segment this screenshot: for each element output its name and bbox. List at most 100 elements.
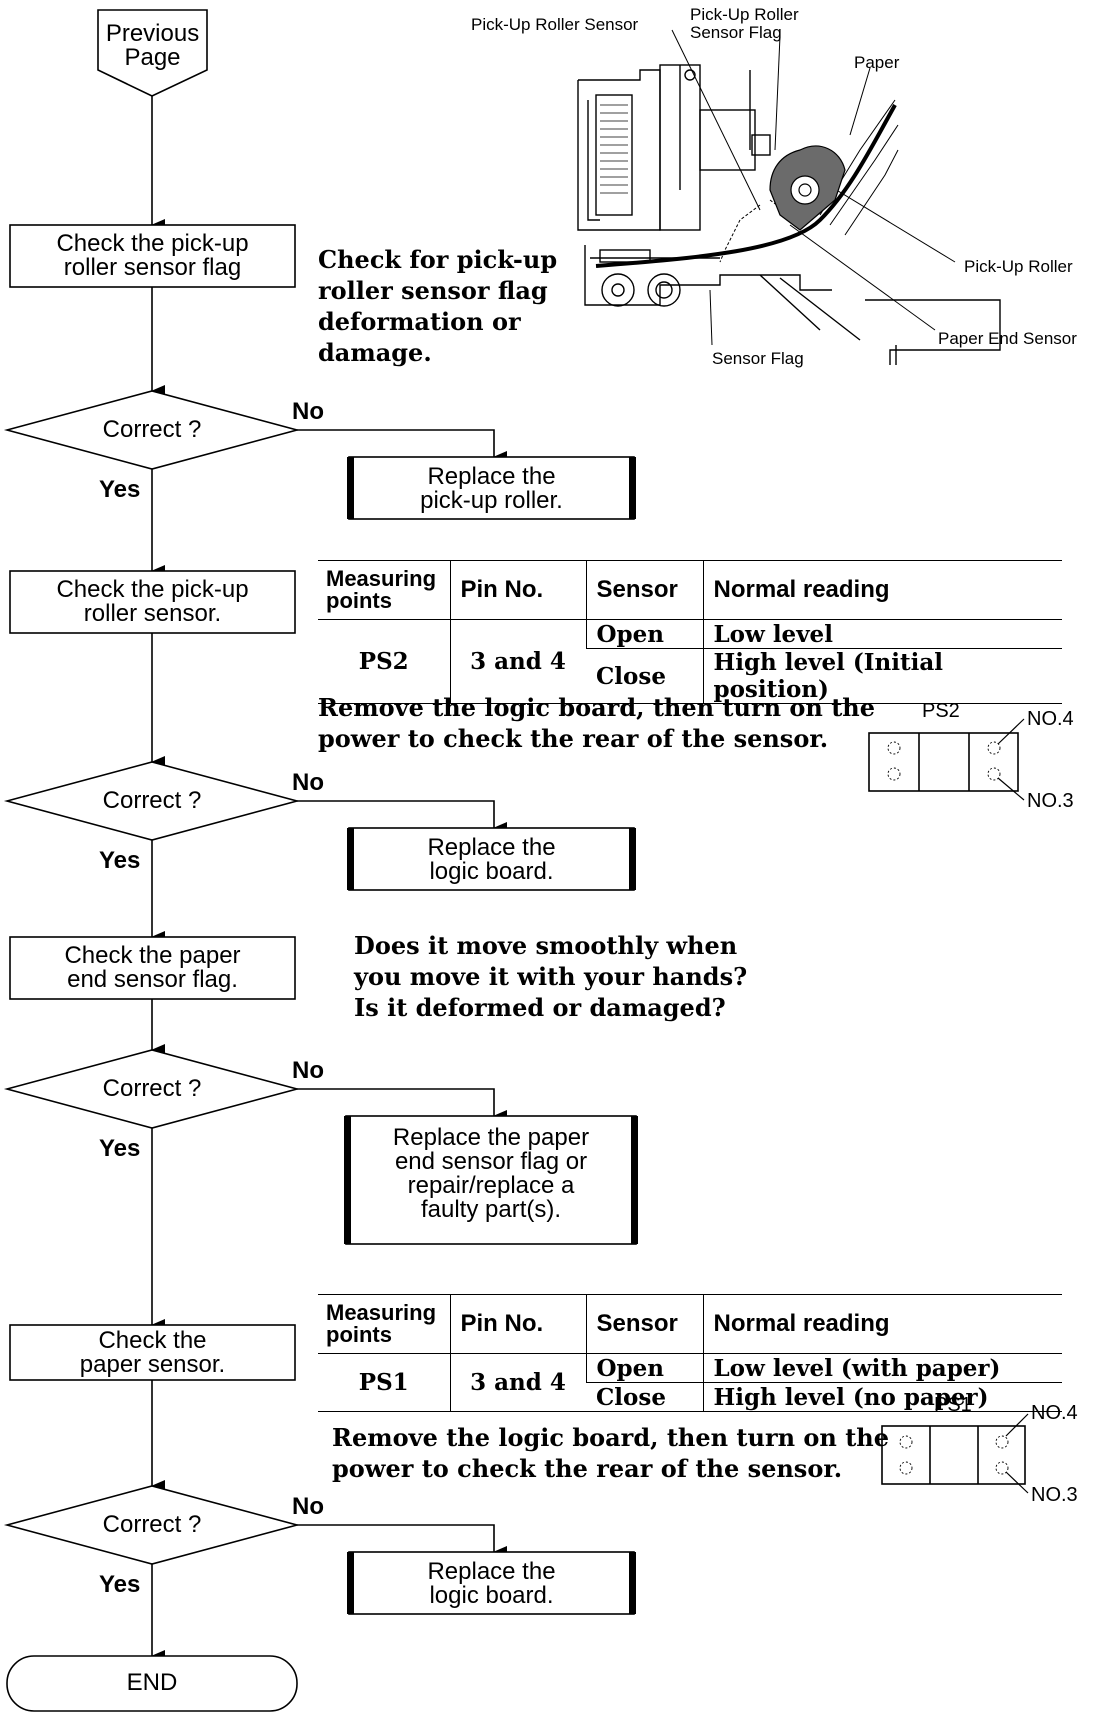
step-text-line: roller sensor flag <box>63 254 242 281</box>
header-reading: Normal reading <box>702 1294 1062 1354</box>
step-text-line: end sensor flag. <box>67 966 238 993</box>
header-pin: Pin No. <box>449 1294 586 1354</box>
decision-shapes <box>3 390 301 1565</box>
ps1-pin-top: NO.4 <box>1031 1402 1078 1424</box>
header-sensor: Sensor <box>585 560 703 620</box>
label-pickup-roller-sensor: Pick-Up Roller Sensor <box>471 15 639 34</box>
start-connector-shape <box>97 9 208 97</box>
decision-1-label: Correct ? <box>102 416 202 443</box>
decision-2-yes: Yes <box>99 847 141 874</box>
decision-4-label: Correct ? <box>102 1511 202 1538</box>
action-text-line: pick-up roller. <box>420 487 563 514</box>
decision-1-no: No <box>292 398 324 425</box>
step-check-pickup-sensor: Check the pick-up roller sensor. <box>10 578 295 626</box>
end-terminator-shape <box>6 1655 298 1712</box>
table-row: PS1 3 and 4 Open Low level (with paper) <box>318 1353 1062 1412</box>
note-line: Remove the logic board, then turn on the <box>332 1423 890 1452</box>
ps1-connector-title: PS1 <box>934 1394 972 1416</box>
main-flow-lines <box>151 96 507 1662</box>
action-text-line: Replace the paper <box>392 1124 590 1151</box>
end-label: END <box>126 1669 178 1696</box>
step-text-line: Check the pick-up <box>56 230 249 257</box>
ps2-connector-title: PS2 <box>922 700 960 722</box>
cell-measuring-point: PS2 <box>318 619 450 704</box>
process-boxes <box>9 224 296 1381</box>
note-line: Check for pick-up <box>318 245 558 274</box>
cell-sensor: Close <box>586 1382 703 1412</box>
table-row: Close High level (Initial position) <box>318 648 1062 704</box>
decision-1-yes: Yes <box>99 476 141 503</box>
header-line: points <box>326 588 392 613</box>
cell-pin: 3 and 4 <box>449 619 586 704</box>
cell-reading: High level (Initial position) <box>702 648 1062 704</box>
decision-3-label: Correct ? <box>102 1075 202 1102</box>
action-text-line: Replace the <box>427 463 556 490</box>
header-line: points <box>326 1322 392 1347</box>
pickup-roller-diagram <box>577 29 1001 365</box>
header-reading: Normal reading <box>702 560 1062 620</box>
note-line: you move it with your hands? <box>354 962 748 991</box>
ps1-connector-shape <box>881 1413 1029 1494</box>
header-line: Measuring <box>326 566 437 591</box>
header-line: Measuring <box>326 1300 437 1325</box>
start-connector: Previous Page <box>98 22 207 70</box>
cell-sensor: Close <box>586 648 703 704</box>
action-replace-logic-board-2: Replace the logic board. <box>354 1560 629 1608</box>
action-text-line: faulty part(s). <box>420 1196 562 1223</box>
note-flag-check: Check for pick-up roller sensor flag def… <box>318 244 557 368</box>
note-line: deformation or <box>318 307 521 336</box>
start-label-line1: Previous <box>105 20 200 47</box>
action-replace-logic-board-1: Replace the logic board. <box>354 836 629 884</box>
header-sensor: Sensor <box>585 1294 703 1354</box>
step-text-line: Check the pick-up <box>56 576 249 603</box>
step-check-paper-sensor: Check the paper sensor. <box>10 1329 295 1377</box>
step-text-line: Check the <box>98 1327 207 1354</box>
step-check-pickup-flag: Check the pick-up roller sensor flag <box>10 232 295 280</box>
cell-reading: Low level (with paper) <box>702 1353 1062 1383</box>
table-row: PS2 3 and 4 Open Low level <box>318 619 1062 704</box>
note-line: power to check the rear of the sensor. <box>318 724 829 753</box>
note-line: damage. <box>318 338 432 367</box>
note-ps1-instruction: Remove the logic board, then turn on the… <box>332 1422 889 1484</box>
action-text-line: logic board. <box>429 1582 554 1609</box>
label-line: Sensor Flag <box>690 23 782 42</box>
label-paper: Paper <box>854 53 900 72</box>
decision-2-no: No <box>292 769 324 796</box>
cell-measuring-point: PS1 <box>318 1353 450 1412</box>
action-replace-pickup-roller: Replace the pick-up roller. <box>354 465 629 513</box>
cell-reading: Low level <box>702 619 1062 649</box>
action-text-line: Replace the <box>427 1558 556 1585</box>
step-text-line: paper sensor. <box>79 1351 226 1378</box>
ps2-pin-top: NO.4 <box>1027 708 1074 730</box>
cell-sensor: Open <box>585 619 703 649</box>
ps2-connector-shape <box>868 718 1025 801</box>
step-text-line: roller sensor. <box>83 600 222 627</box>
label-line: Pick-Up Roller <box>690 5 799 24</box>
note-line: roller sensor flag <box>318 276 548 305</box>
cell-pin: 3 and 4 <box>449 1353 586 1412</box>
pickup-roller-shape <box>769 145 846 231</box>
decision-2-label: Correct ? <box>102 787 202 814</box>
label-paper-end-sensor: Paper End Sensor <box>938 329 1077 348</box>
cell-sensor: Open <box>585 1353 703 1383</box>
action-text-line: end sensor flag or <box>394 1148 588 1175</box>
action-replace-paper-end-flag: Replace the paper end sensor flag or rep… <box>351 1126 631 1222</box>
action-text-line: repair/replace a <box>407 1172 575 1199</box>
ps1-pin-bottom: NO.3 <box>1031 1484 1078 1506</box>
label-pickup-roller: Pick-Up Roller <box>964 257 1073 276</box>
action-text-line: logic board. <box>429 858 554 885</box>
step-check-paper-end-flag: Check the paper end sensor flag. <box>10 944 295 992</box>
table-row: Close High level (no paper) <box>318 1382 1062 1412</box>
step-text-line: Check the paper <box>64 942 241 969</box>
action-text-line: Replace the <box>427 834 556 861</box>
label-sensor-flag: Sensor Flag <box>712 349 804 368</box>
action-boxes <box>344 456 638 1615</box>
decision-4-no: No <box>292 1493 324 1520</box>
